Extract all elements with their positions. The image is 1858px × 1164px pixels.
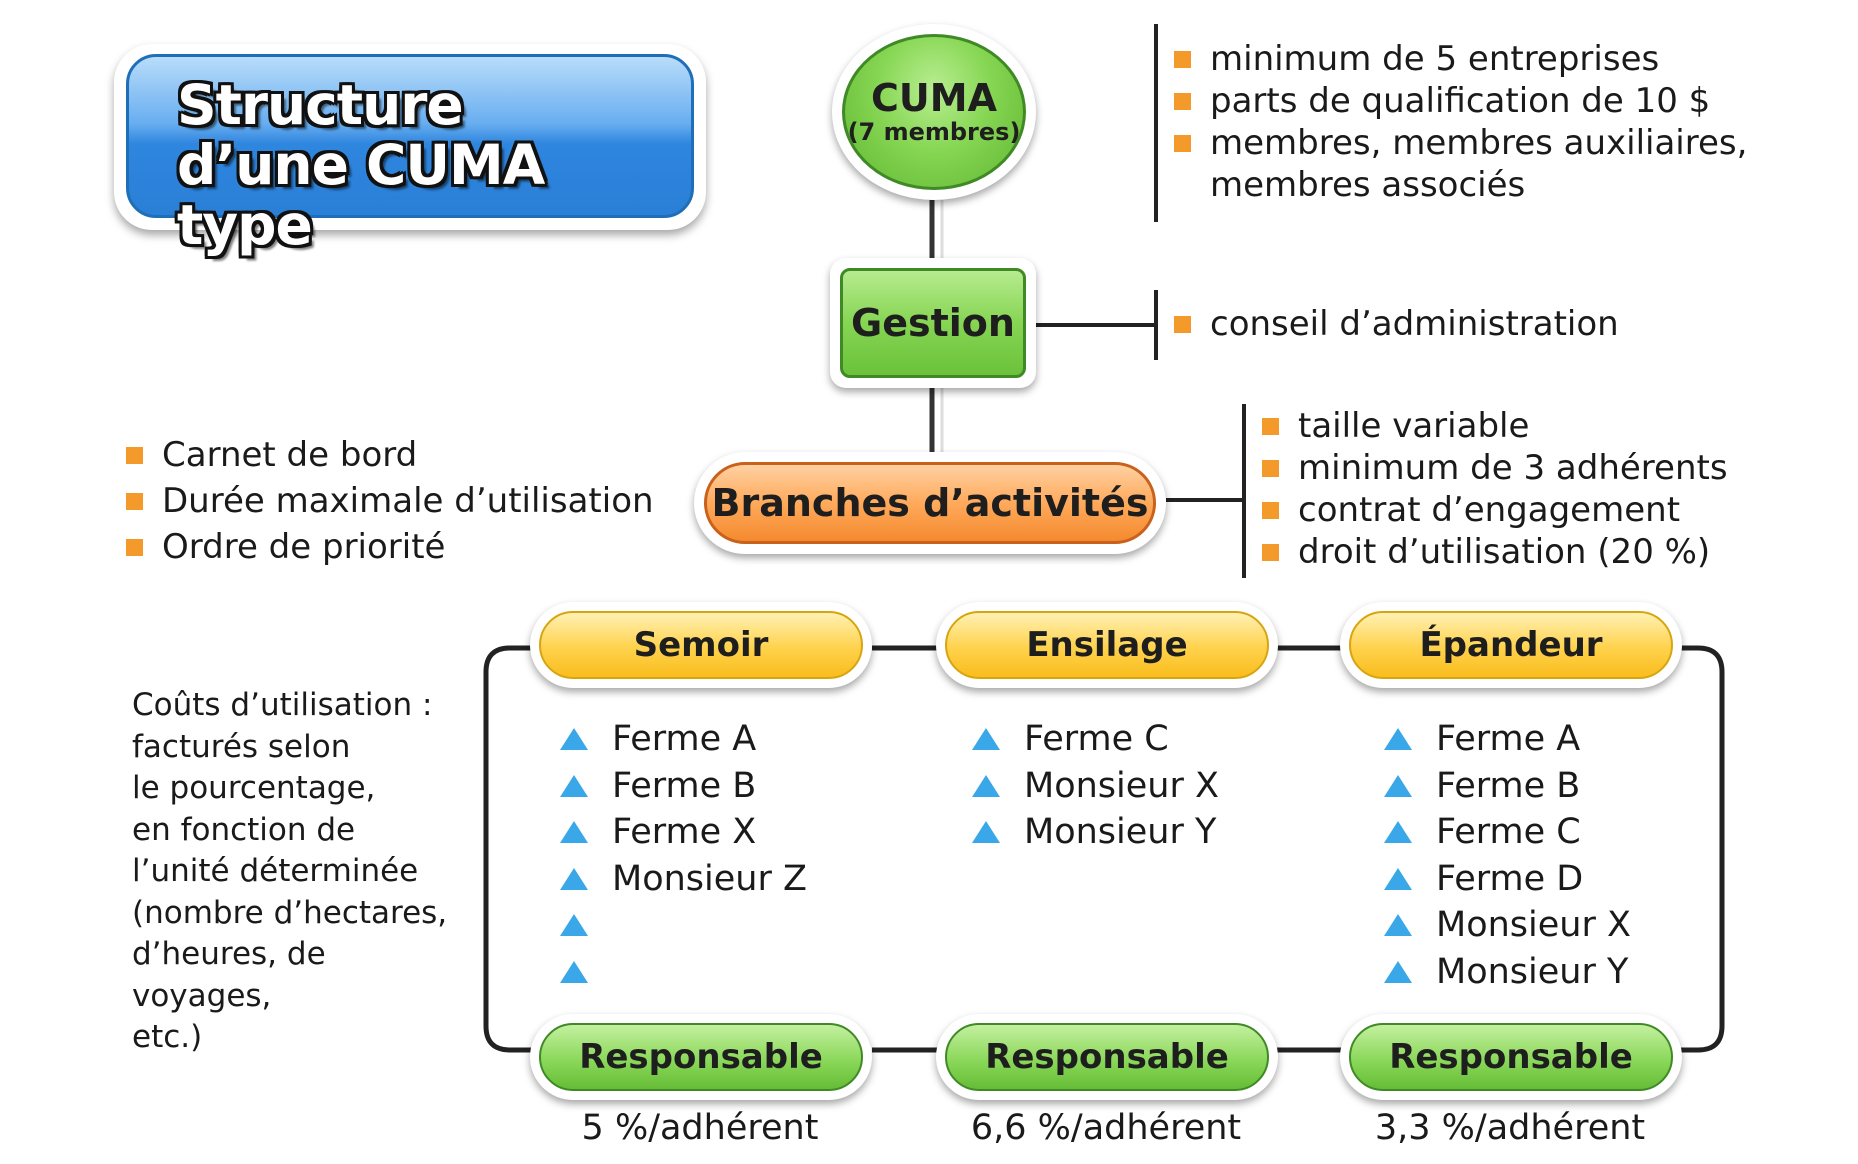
list-item: Ferme C <box>972 716 1219 763</box>
square-bullet-icon <box>126 539 143 556</box>
triangle-bullet-icon <box>560 728 588 750</box>
list-item: Monsieur X <box>1384 902 1631 949</box>
triangle-bullet-icon <box>560 821 588 843</box>
list-item: droit d’utilisation (20 %) <box>1262 531 1728 573</box>
rate-epandeur: 3,3 %/adhérent <box>1374 1108 1646 1148</box>
list-item: Ferme B <box>560 763 807 810</box>
cuma-label: CUMA <box>871 76 997 120</box>
triangle-bullet-icon <box>560 867 588 890</box>
triangle-bullet-icon <box>1384 960 1412 983</box>
column-header-ensilage: Ensilage <box>936 602 1278 688</box>
list-item: membres, membres auxiliaires, <box>1174 122 1747 164</box>
branches-node: Branches d’activités <box>694 452 1166 554</box>
column-header-epandeur: Épandeur <box>1340 602 1682 688</box>
left-notes-list: Carnet de bord Durée maximale d’utilisat… <box>126 432 654 570</box>
list-item: Ferme X <box>560 809 807 856</box>
square-bullet-icon <box>1262 418 1279 435</box>
responsable-epandeur: Responsable <box>1340 1014 1682 1100</box>
list-item: Durée maximale d’utilisation <box>126 478 654 524</box>
list-item <box>560 949 807 996</box>
square-bullet-icon <box>1262 544 1279 561</box>
list-item: Ordre de priorité <box>126 524 654 570</box>
ensilage-members-list: Ferme C Monsieur X Monsieur Y <box>972 716 1219 856</box>
responsable-semoir: Responsable <box>530 1014 872 1100</box>
square-bullet-icon <box>1174 51 1191 68</box>
square-bullet-icon <box>1174 93 1191 110</box>
list-item: Ferme A <box>560 716 807 763</box>
list-item: Monsieur Y <box>1384 949 1631 996</box>
list-item: Monsieur X <box>972 763 1219 810</box>
costs-note: Coûts d’utilisation : facturés selon le … <box>132 687 448 1055</box>
title-line-1: Structure <box>177 73 464 137</box>
title-panel: Structure d’une CUMA type <box>126 54 694 255</box>
list-item <box>560 902 807 949</box>
rate-ensilage: 6,6 %/adhérent <box>970 1108 1242 1148</box>
list-item: taille variable <box>1262 405 1728 447</box>
triangle-bullet-icon <box>972 821 1000 843</box>
square-bullet-icon <box>126 493 143 510</box>
triangle-bullet-icon <box>560 774 588 797</box>
gestion-node: Gestion <box>830 258 1036 388</box>
triangle-bullet-icon <box>560 914 588 936</box>
square-bullet-icon <box>1174 135 1191 152</box>
triangle-bullet-icon <box>1384 728 1412 750</box>
list-item: Ferme B <box>1384 763 1631 810</box>
list-item: conseil d’administration <box>1174 303 1619 345</box>
gestion-label: Gestion <box>840 268 1026 378</box>
cuma-notes-list: minimum de 5 entreprises parts de qualif… <box>1174 38 1747 206</box>
list-item: minimum de 5 entreprises <box>1174 38 1747 80</box>
branches-label: Branches d’activités <box>704 462 1156 544</box>
square-bullet-icon <box>1174 316 1191 333</box>
list-item-continuation: membres associés <box>1210 165 1526 205</box>
rate-semoir: 5 %/adhérent <box>581 1108 819 1148</box>
cuma-node: CUMA (7 membres) <box>832 24 1036 200</box>
list-item: contrat d’engagement <box>1262 489 1728 531</box>
triangle-bullet-icon <box>972 774 1000 797</box>
list-item: parts de qualification de 10 $ <box>1174 80 1747 122</box>
gestion-notes-list: conseil d’administration <box>1174 303 1619 345</box>
triangle-bullet-icon <box>972 728 1000 750</box>
list-item: Ferme C <box>1384 809 1631 856</box>
list-item: Carnet de bord <box>126 432 654 478</box>
title-box: Structure d’une CUMA type <box>114 44 706 255</box>
square-bullet-icon <box>1262 460 1279 477</box>
diagram-title: Structure d’une CUMA type <box>177 75 691 255</box>
responsable-ensilage: Responsable <box>936 1014 1278 1100</box>
triangle-bullet-icon <box>1384 774 1412 797</box>
triangle-bullet-icon <box>1384 914 1412 936</box>
title-line-2: d’une CUMA type <box>177 133 545 257</box>
list-item: Monsieur Z <box>560 856 807 903</box>
epandeur-members-list: Ferme A Ferme B Ferme C Ferme D Monsieur… <box>1384 716 1631 995</box>
list-item: Ferme D <box>1384 856 1631 903</box>
cuma-sublabel: (7 membres) <box>847 118 1021 146</box>
list-item: Monsieur Y <box>972 809 1219 856</box>
column-header-semoir: Semoir <box>530 602 872 688</box>
square-bullet-icon <box>126 447 143 464</box>
list-item: Ferme A <box>1384 716 1631 763</box>
list-item: minimum de 3 adhérents <box>1262 447 1728 489</box>
triangle-bullet-icon <box>1384 867 1412 890</box>
cuma-circle: CUMA (7 membres) <box>842 34 1026 190</box>
square-bullet-icon <box>1262 502 1279 519</box>
triangle-bullet-icon <box>560 960 588 983</box>
semoir-members-list: Ferme A Ferme B Ferme X Monsieur Z <box>560 716 807 995</box>
branches-notes-list: taille variable minimum de 3 adhérents c… <box>1262 405 1728 573</box>
triangle-bullet-icon <box>1384 821 1412 843</box>
